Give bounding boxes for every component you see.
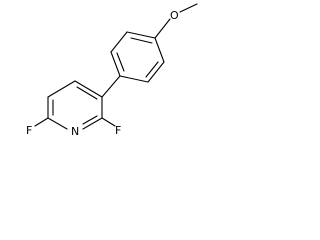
atom-fluorine-right: F: [115, 124, 121, 137]
bond-ph3-ph4-inner: [130, 37, 153, 44]
bond-ph4-o: [154, 18, 171, 39]
bond-ph1-ph2-inner: [116, 52, 125, 72]
bond-ph6-ph1: [119, 75, 149, 83]
atom-nitrogen: N: [71, 125, 79, 138]
bond-ph5-ph6-inner: [145, 61, 159, 78]
bond-c6-f: [34, 117, 49, 127]
bond-o-ch3: [179, 3, 198, 13]
bond-n1-c6: [47, 117, 68, 130]
bond-ph1-ph2: [110, 51, 121, 77]
bond-c5-c4: [47, 80, 76, 98]
atom-fluorine-left: F: [26, 124, 32, 137]
bond-c2-n1: [82, 117, 103, 130]
structure-diagram: F N F O: [26, 3, 198, 138]
bond-ph3-ph4: [126, 31, 156, 39]
atom-oxygen: O: [170, 9, 179, 22]
bond-ph2-ph3: [110, 31, 128, 53]
bond-c2-f: [101, 117, 116, 127]
bond-c3-aryl: [101, 75, 121, 98]
bond-c4-c3-inner: [76, 86, 98, 100]
bond-c2-n1-inner: [82, 115, 98, 125]
bond-c4-c3: [74, 80, 103, 98]
bond-ph4-ph5: [154, 37, 165, 63]
bond-ph5-ph6: [147, 61, 165, 83]
